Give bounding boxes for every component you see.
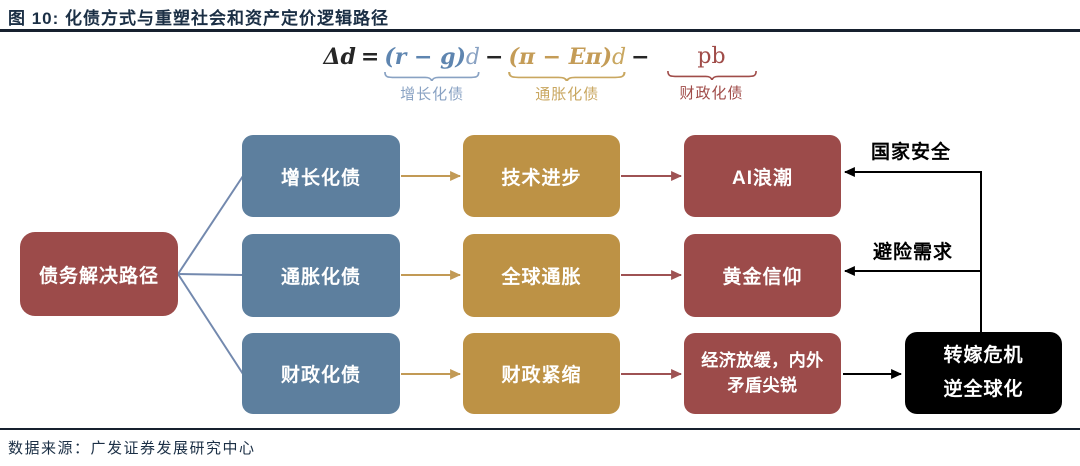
underbrace-fiscal — [666, 71, 757, 80]
formula-lhs: Δd — [323, 44, 356, 70]
formula-growth-term-group: (r − g)d 增长化债 — [384, 44, 480, 104]
underbrace-inflation — [508, 72, 626, 81]
figure-title: 图 10: 化债方式与重塑社会和资产定价逻辑路径 — [8, 9, 390, 28]
node-economic-slowdown: 经济放缓，内外 矛盾尖锐 — [684, 333, 841, 414]
node-tech-progress: 技术进步 — [463, 135, 620, 217]
node-gold-belief: 黄金信仰 — [684, 234, 841, 317]
formula-minus-1: − — [485, 44, 504, 70]
fan-line-row1 — [177, 175, 244, 275]
node-fiscal-debt: 财政化债 — [242, 333, 400, 414]
footer-divider — [0, 428, 1080, 430]
node-growth-debt: 增长化债 — [242, 135, 400, 217]
slowdown-line-2: 矛盾尖锐 — [727, 375, 798, 395]
sink-line-2: 逆全球化 — [943, 378, 1024, 400]
formula-equals: = — [360, 44, 380, 70]
label-safe-haven-demand: 避险需求 — [872, 242, 953, 263]
inflation-term-label: 通胀化债 — [535, 86, 600, 103]
growth-term: (r − g)d — [384, 44, 480, 70]
inflation-term: (π − Eπ)d — [508, 44, 627, 70]
fiscal-term-label: 财政化债 — [679, 85, 744, 102]
label-national-security: 国家安全 — [870, 142, 951, 163]
fiscal-term: pb — [697, 44, 726, 69]
formula-fiscal-term-group: pb 财政化债 — [666, 44, 757, 103]
node-inflation-debt: 通胀化债 — [242, 234, 400, 317]
node-crisis-deglobalization: 转嫁危机 逆全球化 — [905, 332, 1062, 414]
sink-line-1: 转嫁危机 — [943, 344, 1024, 366]
underbrace-growth — [384, 72, 480, 81]
slowdown-line-1: 经济放缓，内外 — [701, 350, 824, 370]
node-global-inflation: 全球通胀 — [463, 234, 620, 317]
formula-minus-2: − — [631, 44, 650, 70]
data-source: 数据来源：广发证券发展研究中心 — [8, 440, 256, 457]
debt-decomposition-formula: Δd = (r − g)d 增长化债 − (π − Eπ)d 通胀化债 − — [0, 44, 1080, 104]
fan-line-row2 — [177, 273, 244, 276]
formula-inflation-term-group: (π − Eπ)d 通胀化债 — [508, 44, 626, 104]
node-fiscal-tightening: 财政紧缩 — [463, 333, 620, 414]
fan-line-row3 — [177, 273, 244, 375]
growth-term-label: 增长化债 — [400, 86, 465, 103]
node-ai-wave: AI浪潮 — [684, 135, 841, 217]
node-debt-resolution-path: 债务解决路径 — [20, 232, 178, 316]
header-divider — [0, 29, 1080, 32]
